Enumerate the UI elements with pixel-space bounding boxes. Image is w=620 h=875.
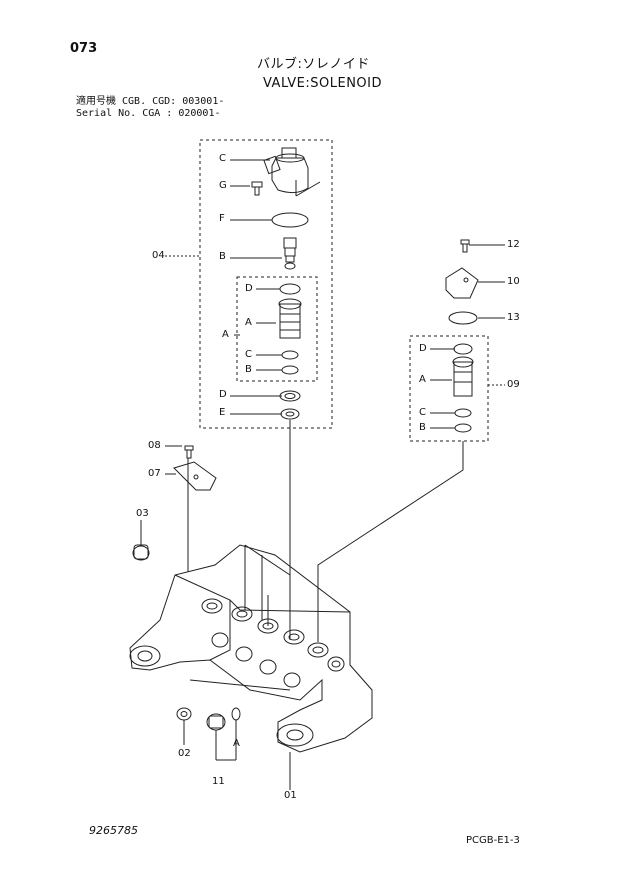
label-ref-02: 02 xyxy=(178,748,191,759)
label-f-oring: F xyxy=(219,213,225,224)
label-a-oring: A xyxy=(233,738,240,749)
sub-assembly-box xyxy=(236,276,318,382)
label-b-ring-09: B xyxy=(419,422,426,433)
label-a-cartridge: A xyxy=(245,317,252,328)
serial-line-1: 適用号機 CGB. CGD: 003001- xyxy=(76,96,225,107)
title-english: VALVE:SOLENOID xyxy=(263,76,382,91)
label-e-washer: E xyxy=(219,407,226,418)
label-d-nut: D xyxy=(219,389,227,400)
drawing-number: 9265785 xyxy=(89,824,138,837)
label-a-sub-assembly: A xyxy=(222,329,229,340)
label-a-cartridge-09: A xyxy=(419,374,426,385)
label-ref-03: 03 xyxy=(136,508,149,519)
serial-line-2: Serial No. CGA : 020001- xyxy=(76,108,221,119)
label-b-ring: B xyxy=(245,364,252,375)
label-d-ring-09: D xyxy=(419,343,427,354)
label-c-coil: C xyxy=(219,153,226,164)
label-ref-08: 08 xyxy=(148,440,161,451)
page-code: PCGB-E1-3 xyxy=(466,835,520,846)
assembly-09-box xyxy=(409,335,489,442)
label-ref-01: 01 xyxy=(284,790,297,801)
title-japanese: バルブ:ソレノイド xyxy=(257,57,370,72)
label-ref-04: 04 xyxy=(152,250,165,261)
label-ref-12: 12 xyxy=(507,239,520,250)
label-ref-11: 11 xyxy=(212,776,225,787)
label-g-screw: G xyxy=(219,180,227,191)
label-b-plunger: B xyxy=(219,251,226,262)
label-ref-13: 13 xyxy=(507,312,520,323)
label-ref-07: 07 xyxy=(148,468,161,479)
label-c-ring: C xyxy=(245,349,252,360)
label-c-ring-09: C xyxy=(419,407,426,418)
label-ref-10: 10 xyxy=(507,276,520,287)
page-number: 073 xyxy=(70,41,98,56)
label-ref-09: 09 xyxy=(507,379,520,390)
assembly-04-box xyxy=(199,139,333,429)
label-d-ring-1: D xyxy=(245,283,253,294)
